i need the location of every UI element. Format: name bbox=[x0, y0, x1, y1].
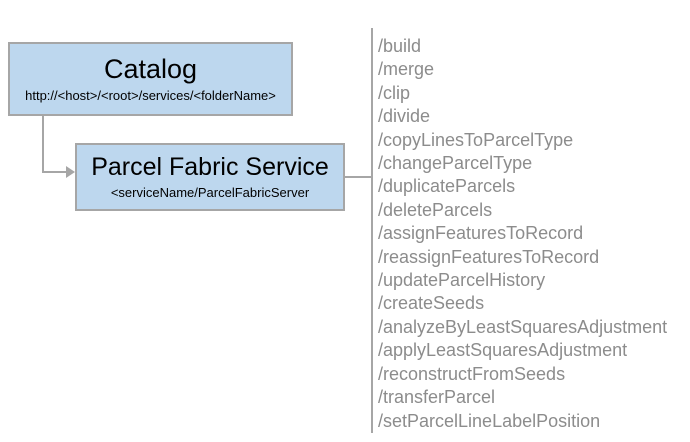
endpoint-item: /analyzeByLeastSquaresAdjustment bbox=[378, 316, 668, 337]
arrow-right-icon bbox=[66, 166, 75, 178]
endpoint-item: /changeParcelType bbox=[378, 153, 533, 174]
endpoint-item: /merge bbox=[378, 59, 435, 80]
endpoint-item: /copyLinesToParcelType bbox=[378, 129, 574, 150]
catalog-connector-horizontal-line bbox=[42, 171, 67, 173]
endpoint-item: /assignFeaturesToRecord bbox=[378, 223, 584, 244]
service-to-endpoints-connector-line bbox=[345, 176, 372, 178]
catalog-connector-vertical-line bbox=[42, 115, 44, 173]
endpoint-item: /applyLeastSquaresAdjustment bbox=[378, 340, 628, 361]
endpoint-item: /divide bbox=[378, 106, 431, 127]
service-url: <serviceName/ParcelFabricServer bbox=[110, 184, 310, 200]
endpoint-item: /reconstructFromSeeds bbox=[378, 363, 566, 384]
endpoint-item: /transferParcel bbox=[378, 387, 496, 408]
parcel-fabric-service-box: Parcel Fabric Service <serviceName/Parce… bbox=[75, 143, 345, 211]
catalog-title: Catalog bbox=[103, 54, 198, 85]
catalog-url: http://<host>/<root>/services/<folderNam… bbox=[25, 87, 276, 103]
endpoint-list-divider-line bbox=[371, 28, 373, 433]
endpoint-item: /clip bbox=[378, 82, 411, 103]
service-title: Parcel Fabric Service bbox=[91, 153, 329, 182]
catalog-box: Catalog http://<host>/<root>/services/<f… bbox=[8, 42, 293, 116]
endpoint-item: /reassignFeaturesToRecord bbox=[378, 246, 600, 267]
endpoint-item: /createSeeds bbox=[378, 293, 485, 314]
endpoint-item: /updateParcelHistory bbox=[378, 270, 546, 291]
endpoint-item: /deleteParcels bbox=[378, 199, 493, 220]
endpoint-item: /setParcelLineLabelPosition bbox=[378, 410, 601, 431]
endpoint-item: /build bbox=[378, 36, 422, 56]
endpoint-item: /duplicateParcels bbox=[378, 176, 516, 197]
endpoint-list: /build/merge/clip/divide/copyLinesToParc… bbox=[378, 35, 667, 433]
